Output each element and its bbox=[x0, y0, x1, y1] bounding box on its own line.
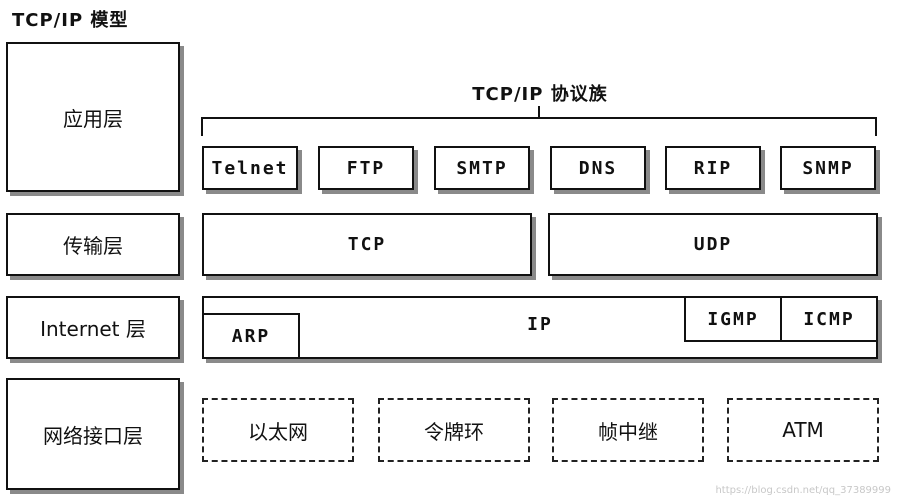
watermark: https://blog.csdn.net/qq_37389999 bbox=[715, 485, 891, 496]
protocol-suite-title: TCP/IP 协议族 bbox=[472, 84, 608, 105]
layer-application: 应用层 bbox=[6, 42, 180, 192]
suite-bracket bbox=[201, 106, 877, 136]
protocol-snmp: SNMP bbox=[780, 146, 876, 190]
protocol-smtp: SMTP bbox=[434, 146, 530, 190]
protocol-icmp: ICMP bbox=[780, 296, 878, 342]
tech-ethernet: 以太网 bbox=[202, 398, 354, 462]
protocol-dns: DNS bbox=[550, 146, 646, 190]
layer-internet: Internet 层 bbox=[6, 296, 180, 359]
protocol-arp: ARP bbox=[202, 313, 300, 359]
protocol-telnet: Telnet bbox=[202, 146, 298, 190]
layer-network-interface: 网络接口层 bbox=[6, 378, 180, 490]
protocol-igmp: IGMP bbox=[684, 296, 782, 342]
tech-frame-relay: 帧中继 bbox=[552, 398, 704, 462]
protocol-ftp: FTP bbox=[318, 146, 414, 190]
layer-transport: 传输层 bbox=[6, 213, 180, 276]
protocol-tcp: TCP bbox=[202, 213, 532, 276]
diagram-title: TCP/IP 模型 bbox=[12, 10, 129, 31]
protocol-ip: IP bbox=[527, 314, 553, 335]
tech-atm: ATM bbox=[727, 398, 879, 462]
protocol-rip: RIP bbox=[665, 146, 761, 190]
protocol-udp: UDP bbox=[548, 213, 878, 276]
tech-token-ring: 令牌环 bbox=[378, 398, 530, 462]
